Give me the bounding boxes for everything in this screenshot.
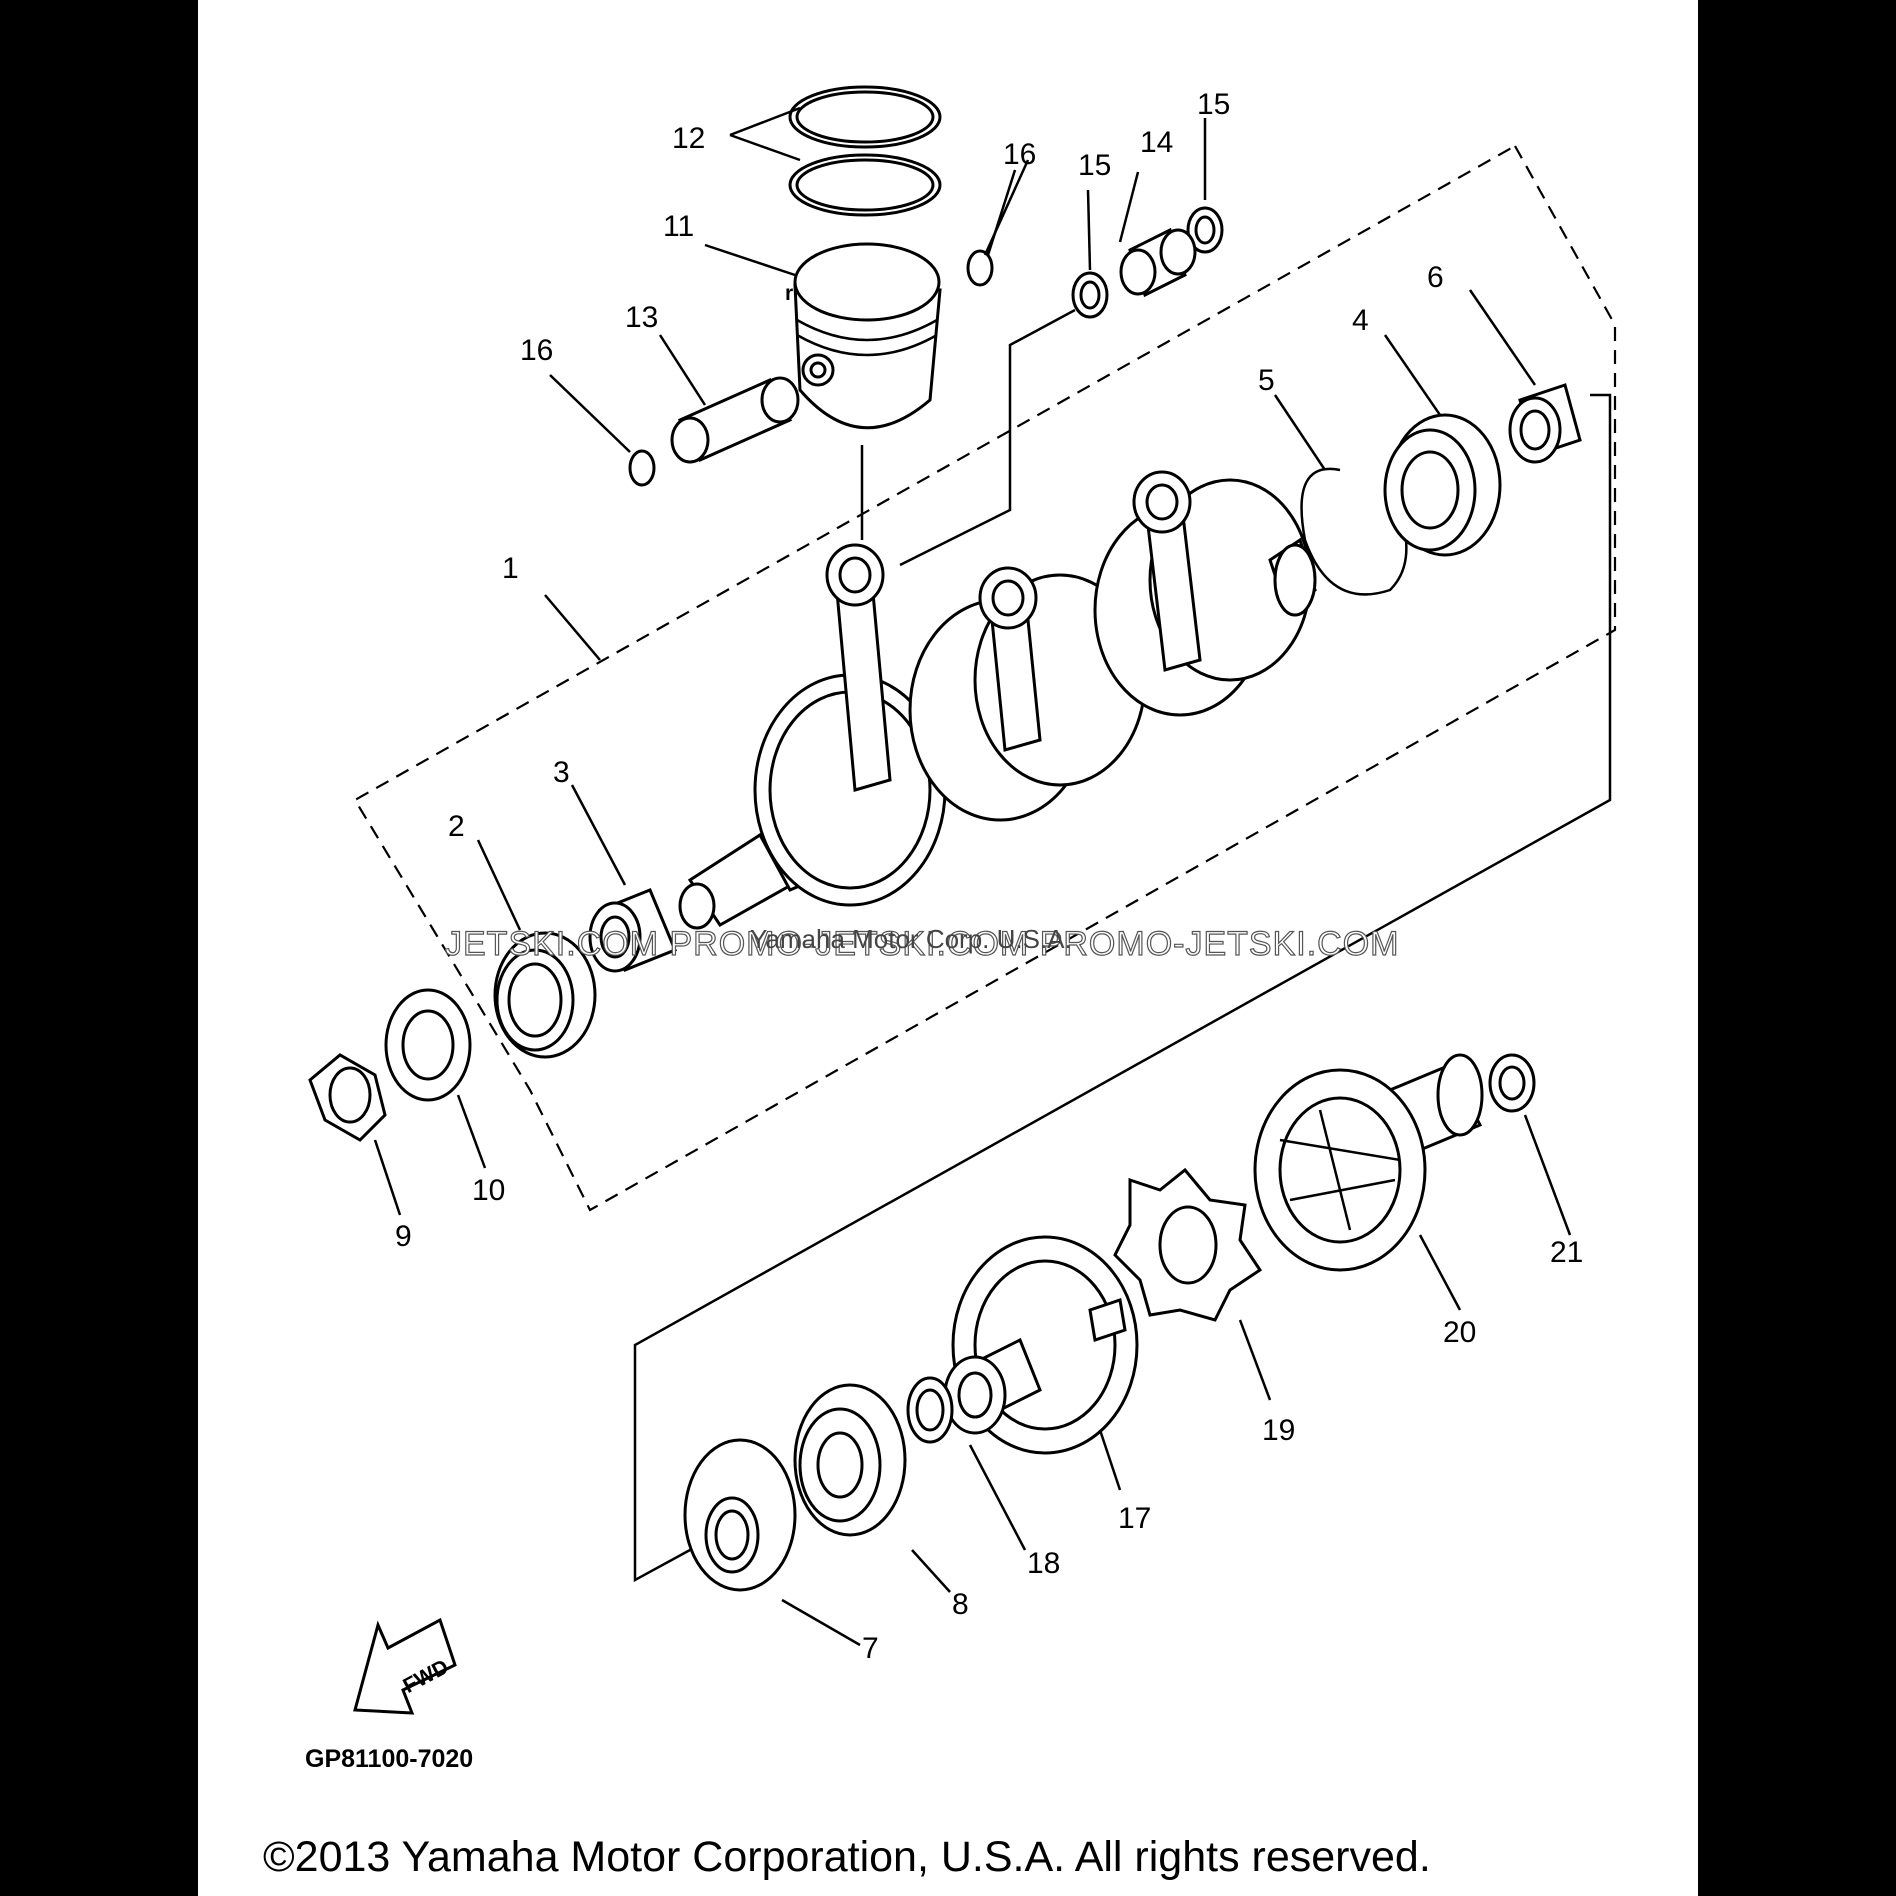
bearing-8 (793, 1383, 907, 1537)
callout-20: 20 (1443, 1316, 1476, 1349)
assembly-outline (353, 145, 1617, 1212)
callout-16-right: 16 (1003, 138, 1036, 171)
callout-7: 7 (862, 1632, 879, 1665)
damper-19 (1113, 1167, 1263, 1322)
callout-8: 8 (952, 1588, 969, 1621)
coupling-20 (1253, 1053, 1484, 1272)
callout-19: 19 (1262, 1414, 1295, 1447)
callout-11: 11 (663, 210, 694, 243)
coupling-17 (943, 1235, 1139, 1455)
callout-6: 6 (1427, 261, 1444, 294)
callout-4: 4 (1352, 304, 1369, 337)
nut-9 (308, 1053, 387, 1142)
oil-seal-10 (384, 988, 472, 1102)
callout-18: 18 (1027, 1547, 1060, 1580)
diagram-sheet (198, 0, 1698, 1896)
collar-6 (1508, 383, 1582, 464)
callout-14: 14 (1140, 126, 1173, 159)
callout-2: 2 (448, 810, 465, 843)
diagram-code: GP81100-7020 (305, 1745, 473, 1773)
washer-15-right (1186, 206, 1224, 254)
callout-17: 17 (1118, 1502, 1151, 1535)
o-ring-18 (906, 1376, 954, 1444)
callout-3: 3 (553, 756, 570, 789)
circlip-left (628, 449, 656, 487)
fwd-arrow: FWD (353, 1617, 457, 1715)
watermark-sub: Yamaha Motor Corp. U.S.A. (750, 924, 1072, 954)
callout-21: 21 (1550, 1236, 1583, 1269)
piston-pin (670, 376, 800, 464)
copyright: ©2013 Yamaha Motor Corporation, U.S.A. A… (263, 1833, 1431, 1881)
piston-rings (788, 85, 942, 217)
callout-15-left: 15 (1078, 149, 1111, 182)
pin-guide-line (899, 308, 1076, 567)
callout-5: 5 (1258, 364, 1275, 397)
crankshaft (678, 470, 1317, 930)
o-ring-21 (1488, 1053, 1536, 1113)
circlip-right (966, 249, 994, 287)
piston: r (785, 242, 942, 430)
callout-15-right: 15 (1197, 88, 1230, 121)
callout-13: 13 (625, 301, 658, 334)
callout-12: 12 (672, 122, 705, 155)
callout-10: 10 (472, 1174, 505, 1207)
callout-9: 9 (395, 1220, 412, 1253)
oil-seal-7 (683, 1438, 797, 1592)
washer-15-left (1071, 271, 1109, 319)
pump-bracket (633, 393, 1612, 1583)
roller-bearing-2 (493, 931, 597, 1059)
svg-text:r: r (785, 282, 793, 305)
small-bearing (1119, 227, 1197, 298)
snap-ring (1300, 467, 1408, 596)
leader-lines (373, 106, 1572, 1647)
callout-1: 1 (502, 552, 519, 585)
main-bearing-4 (1383, 413, 1502, 557)
callout-16-left: 16 (520, 334, 553, 367)
collar-3 (588, 888, 677, 973)
watermark: JETSKI.COM PROMO-JETSKI.COM PROMO-JETSKI… (445, 925, 1399, 963)
